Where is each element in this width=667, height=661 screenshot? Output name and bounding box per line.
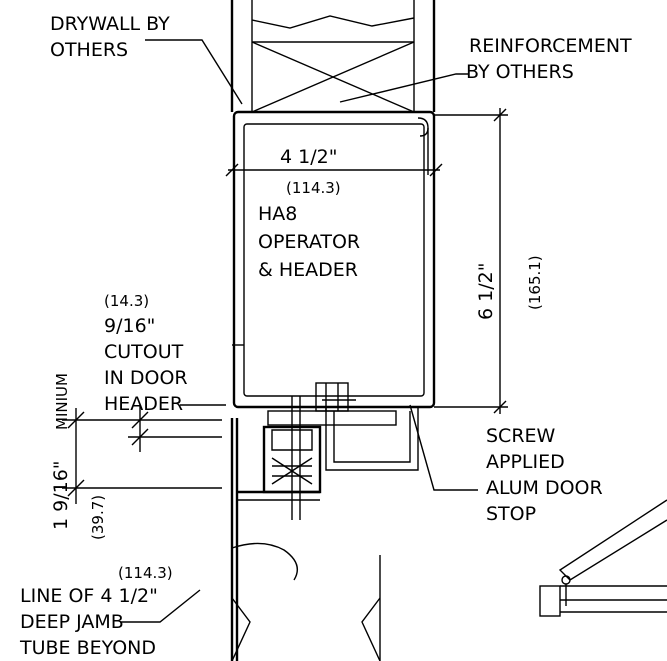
reinforcement-x-2: [251, 41, 415, 113]
drywall-label-2: OTHERS: [50, 39, 128, 61]
height-mm-label: (165.1): [526, 255, 544, 310]
cutout-label-3: IN DOOR: [104, 367, 188, 389]
drywall-label-1: DRYWALL BY: [50, 13, 170, 35]
minimum-label: MINIUM: [53, 373, 71, 430]
operator-label-2: OPERATOR: [258, 231, 360, 253]
height-dimension-label: 6 1/2": [475, 263, 497, 320]
screw-label-1: SCREW: [486, 425, 556, 447]
leader-lines: [120, 39, 478, 623]
width-dimension: [225, 163, 443, 177]
screw-label-2: APPLIED: [486, 451, 565, 473]
screw-label-3: ALUM DOOR: [486, 477, 603, 499]
screw-label-4: STOP: [486, 503, 536, 525]
jamb-label-2: DEEP JAMB: [20, 611, 124, 633]
door-dimension-label: 1 9/16": [50, 460, 72, 530]
reinforcement-label-2: BY OTHERS: [466, 61, 574, 83]
door-mm-label: (39.7): [89, 495, 107, 540]
jamb-label-3: TUBE BEYOND: [19, 637, 156, 659]
operator-header-box: [232, 110, 436, 409]
wall-above: [230, 0, 436, 113]
width-mm-label: (114.3): [286, 179, 341, 197]
jamb-label-1: LINE OF 4 1/2": [20, 585, 158, 607]
operator-arm-sketch: [539, 499, 667, 617]
reinforcement-label-1: REINFORCEMENT: [469, 35, 632, 57]
operator-label-1: HA8: [258, 203, 297, 225]
door-leaf: [230, 418, 381, 661]
jamb-mm-label: (114.3): [118, 564, 173, 582]
cutout-mm-label: (14.3): [104, 292, 149, 310]
operator-label-3: & HEADER: [258, 259, 358, 281]
width-dimension-label: 4 1/2": [280, 146, 337, 168]
cutout-label-4: HEADER: [104, 393, 183, 415]
cutout-label-2: CUTOUT: [104, 341, 184, 363]
door-dimension: [62, 405, 222, 504]
height-dimension: [434, 108, 508, 414]
cutout-label-1: 9/16": [104, 315, 155, 337]
